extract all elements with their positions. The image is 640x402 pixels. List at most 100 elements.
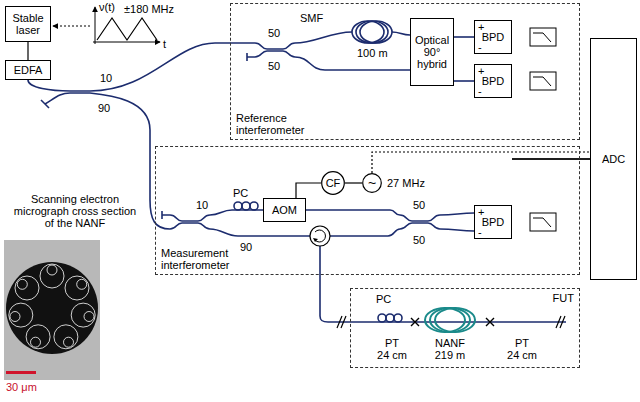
signal-line	[27, 42, 28, 60]
signal-line	[512, 158, 590, 159]
fiber	[28, 32, 352, 91]
filter-curve	[533, 77, 551, 86]
capillary	[26, 325, 50, 349]
region-title: FUT	[553, 292, 574, 304]
node-label: -	[478, 86, 508, 96]
node-label: -	[478, 42, 508, 52]
node-label: Stable laser	[8, 12, 48, 36]
inset-caption: Scanning electron micrograph cross secti…	[10, 193, 140, 229]
label-anchor: 90	[240, 241, 252, 253]
fiber-end	[161, 211, 163, 219]
fiber-name: PT	[385, 337, 399, 349]
label-anchor: ±180 MHz	[124, 3, 174, 15]
capillary	[15, 276, 39, 300]
split-ratio: 10	[100, 72, 112, 84]
trigger-line	[372, 152, 590, 173]
drive-frequency: 27 MHz	[387, 177, 425, 189]
micrograph	[4, 240, 100, 380]
signal-line	[512, 158, 590, 159]
label-anchor: 30 μm	[6, 381, 37, 393]
nested-capillary	[64, 337, 74, 347]
control-line	[53, 26, 90, 27]
nested-capillary	[10, 312, 20, 322]
node-label: EDFA	[14, 64, 43, 76]
node-label: +	[478, 207, 508, 217]
fiber-length: 24 cm	[377, 349, 407, 361]
label-anchor: 10	[100, 72, 112, 84]
label-anchor: PC	[233, 187, 248, 199]
capillary	[65, 276, 89, 300]
split-ratio: 90	[240, 241, 252, 253]
fiber-name: PT	[515, 337, 529, 349]
process-box: EDFA	[5, 60, 51, 80]
label-anchor: PT	[385, 337, 399, 349]
circle-node: CF	[321, 171, 345, 195]
fiber	[392, 32, 410, 35]
sweep-range: ±180 MHz	[124, 3, 174, 15]
label-anchor: 50	[268, 27, 280, 39]
node-label: BPD	[478, 32, 508, 42]
filter-curve	[533, 218, 551, 227]
split-ratio: 10	[196, 199, 208, 211]
label-anchor: 50	[413, 234, 425, 246]
signal-line	[454, 36, 474, 38]
splice-mark	[486, 318, 494, 326]
fiber	[306, 210, 474, 221]
graph-axis	[93, 42, 160, 43]
circulator	[310, 226, 330, 246]
fiber-length: 24 cm	[507, 349, 537, 361]
fiber	[162, 210, 263, 221]
graph-axis	[95, 7, 96, 44]
lowpass-filter	[530, 28, 556, 46]
process-box: Stable laser	[5, 6, 51, 42]
label-anchor: NANF	[435, 337, 465, 349]
label-anchor: ν(t)	[99, 1, 115, 13]
node-label: -	[478, 227, 508, 237]
nested-capillary	[31, 337, 41, 347]
nested-capillary	[77, 279, 87, 289]
label-anchor: 50	[413, 199, 425, 211]
component-name: PC	[376, 293, 391, 305]
node-label: ADC	[602, 153, 625, 165]
polarization-controller	[378, 314, 386, 322]
node-label: +	[478, 66, 508, 76]
label-anchor: 24 cm	[377, 349, 407, 361]
polarization-controller	[234, 202, 242, 210]
signal-line	[296, 183, 321, 198]
polarization-controller	[242, 202, 250, 210]
label-anchor: 10	[196, 199, 208, 211]
signal-line	[345, 182, 362, 183]
node-label: BPD	[478, 76, 508, 86]
axis-label: ν(t)	[99, 1, 115, 13]
lowpass-filter	[530, 213, 556, 231]
signal-line	[512, 158, 590, 159]
capillary	[71, 303, 95, 327]
circle-outline	[363, 174, 382, 193]
node-label: ~	[368, 176, 376, 190]
axis-label: t	[163, 38, 166, 50]
label-anchor: PC	[376, 293, 391, 305]
region-title: Reference interferometer	[236, 112, 316, 136]
nested-capillary	[47, 265, 57, 275]
polarization-controller	[250, 202, 258, 210]
component-name: PC	[233, 187, 248, 199]
label-anchor: Scanning electron micrograph cross secti…	[10, 193, 140, 229]
label-anchor: 24 cm	[507, 349, 537, 361]
process-box: Optical 90° hybrid	[410, 18, 454, 86]
process-box: AOM	[263, 198, 306, 222]
circulator-arrow	[313, 238, 318, 242]
node-label: Optical 90° hybrid	[413, 34, 451, 70]
scale-label: 30 μm	[6, 381, 37, 393]
signal-line	[454, 80, 474, 82]
label-anchor: 219 m	[435, 349, 466, 361]
nested-capillary	[84, 312, 94, 322]
split-ratio: 50	[268, 60, 280, 72]
fiber-cross-section	[6, 262, 98, 354]
node-label: CF	[326, 177, 341, 189]
dashed-region: Reference interferometer Optical 90° hybr…	[230, 3, 580, 140]
split-ratio: 50	[413, 234, 425, 246]
polarization-controller	[394, 314, 402, 322]
node-label: BPD	[478, 217, 508, 227]
fiber-end	[41, 100, 49, 108]
